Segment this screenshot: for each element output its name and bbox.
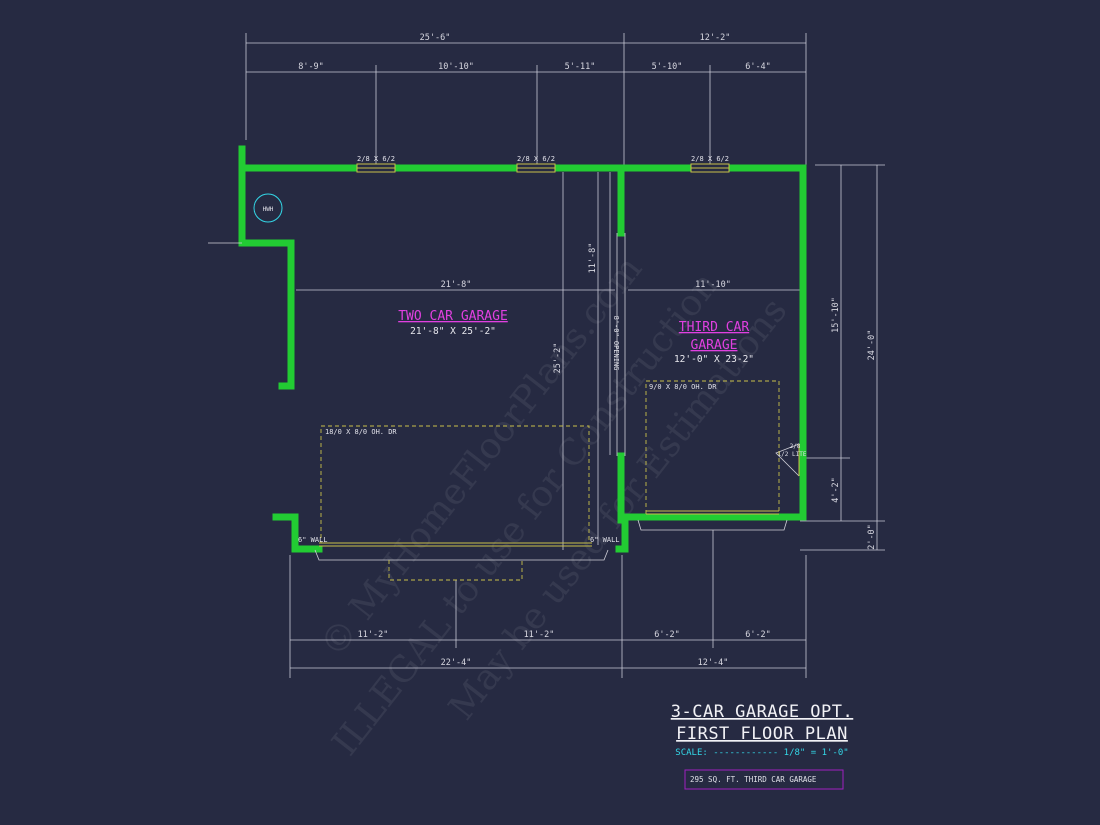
dim-interior-upper: 11'-8" <box>588 243 598 274</box>
wall-note-right: 6" WALL <box>590 536 620 544</box>
dim-right-upper: 15'-10" <box>831 297 841 333</box>
dim-bottom-seg-3: 6'-2" <box>654 630 680 640</box>
overhead-doors: 18/0 X 8/0 OH. DR 9/0 X 8/0 OH. DR 6" WA… <box>298 380 788 581</box>
dim-two-car-width: 21'-8" <box>441 280 472 290</box>
two-car-door-label: 18/0 X 8/0 OH. DR <box>325 428 397 436</box>
dim-bottom-overall-right: 12'-4" <box>698 658 729 668</box>
dim-top-seg-5: 6'-4" <box>745 62 771 72</box>
side-door-label-2: 1/2 LITE <box>778 451 807 458</box>
dim-top-overall-right: 12'-2" <box>700 33 731 43</box>
dim-bottom-seg-4: 6'-2" <box>745 630 771 640</box>
water-heater-icon <box>253 193 283 223</box>
window-2-label: 2/8 X 6/2 <box>517 155 555 163</box>
dim-third-car-width: 11'-10" <box>695 280 731 290</box>
two-car-garage-name: TWO CAR GARAGE <box>398 309 508 324</box>
third-car-garage-size: 12'-0" X 23-2" <box>674 354 754 365</box>
dim-right-overall: 24'-0" <box>867 330 877 361</box>
right-dimensions: 15'-10" 4'-2" 24'-0" 2'-0" <box>800 164 885 551</box>
scale-label: SCALE: ------------ 1/8" = 1'-0" <box>675 748 848 758</box>
window-1-label: 2/8 X 6/2 <box>357 155 395 163</box>
room-labels: TWO CAR GARAGE 21'-8" X 25'-2" THIRD CAR… <box>398 309 754 365</box>
area-note: 295 SQ. FT. THIRD CAR GARAGE <box>690 775 817 784</box>
dim-top-seg-3: 5'-11" <box>565 62 596 72</box>
dim-top-seg-4: 5'-10" <box>652 62 683 72</box>
side-door-label-1: 2/8 <box>790 443 801 450</box>
water-heater: HWH <box>253 193 283 223</box>
dim-right-low: 2'-0" <box>867 524 877 550</box>
two-car-garage-size: 21'-8" X 25'-2" <box>410 326 496 337</box>
bottom-dimensions: 11'-2" 11'-2" 6'-2" 6'-2" 22'-4" 12'-4" <box>289 530 807 678</box>
wall-note-left: 6" WALL <box>298 536 328 544</box>
dim-bottom-overall-left: 22'-4" <box>441 658 472 668</box>
dim-top-seg-1: 8'-9" <box>298 62 324 72</box>
dim-bottom-seg-1: 11'-2" <box>358 630 389 640</box>
dim-right-mid: 4'-2" <box>831 477 841 503</box>
interior-dimensions: 21'-8" 11'-10" 25'-2" 11'-8" 8'-0" OPENI… <box>296 172 800 550</box>
dim-top-seg-2: 10'-10" <box>438 62 474 72</box>
title-block: 3-CAR GARAGE OPT. FIRST FLOOR PLAN SCALE… <box>671 702 854 790</box>
top-dimensions: 25'-6" 12'-2" 8'-9" 10'-10" 5'-11" 5'-10… <box>245 33 807 165</box>
opening-label: 8'-0" OPENING <box>612 316 620 371</box>
dim-bottom-seg-2: 11'-2" <box>524 630 555 640</box>
dim-interior-depth: 25'-2" <box>553 343 563 374</box>
third-car-door-label: 9/0 X 8/0 OH. DR <box>649 383 717 391</box>
window-3-label: 2/8 X 6/2 <box>691 155 729 163</box>
area-note-box <box>684 769 844 790</box>
windows: 2/8 X 6/2 2/8 X 6/2 2/8 X 6/2 <box>356 155 730 173</box>
plan-title-line-1: 3-CAR GARAGE OPT. <box>671 702 854 722</box>
dim-top-overall-left: 25'-6" <box>420 33 451 43</box>
plan-title-line-2: FIRST FLOOR PLAN <box>676 724 848 744</box>
third-car-garage-name-2: GARAGE <box>691 338 738 353</box>
third-car-garage-name-1: THIRD CAR <box>679 320 750 335</box>
water-heater-label: HWH <box>263 206 274 213</box>
side-door: 2/8 1/2 LITE <box>775 443 807 477</box>
